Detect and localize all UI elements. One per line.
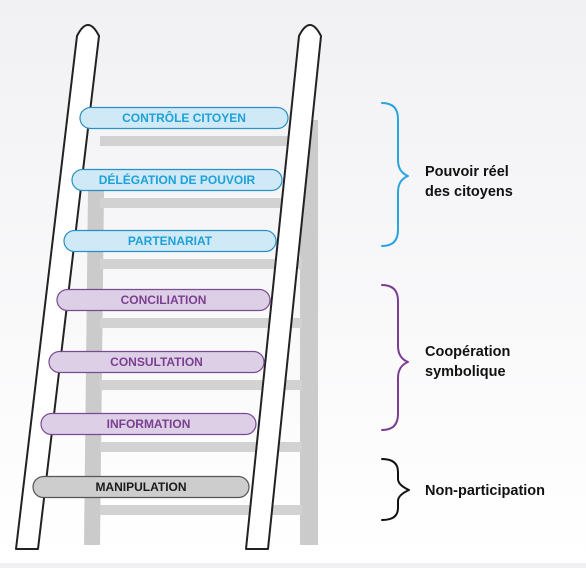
rung-label: CONSULTATION	[110, 355, 203, 369]
ladder-rung: INFORMATION	[40, 412, 257, 436]
rung-label: PARTENARIAT	[128, 234, 213, 248]
shadow-rung	[100, 198, 302, 208]
group-label-nonpart: Non-participation	[425, 483, 545, 499]
ladder-rails	[15, 24, 322, 550]
rung-bar	[63, 229, 277, 253]
rung-label: CONTRÔLE CITOYEN	[122, 110, 246, 125]
rung-bar	[56, 288, 271, 312]
bracket-nonpart	[381, 458, 410, 521]
group-label-power-line2: des citoyens	[425, 184, 513, 200]
rung-bar	[79, 106, 289, 130]
ladder-rung: CONTRÔLE CITOYEN	[79, 106, 289, 130]
group-label-symbolic-line1: Coopération	[425, 344, 510, 360]
rung-bar	[48, 350, 265, 374]
shadow-rungs	[100, 136, 302, 515]
group-label-power-line1: Pouvoir réel	[425, 164, 509, 180]
rung-label: CONCILIATION	[121, 293, 207, 307]
ladder-rung: MANIPULATION	[32, 475, 250, 499]
left-rail	[15, 24, 100, 550]
shadow-rung	[100, 318, 302, 328]
rung-bar	[32, 475, 250, 499]
rung-bar	[71, 168, 283, 192]
bracket-power	[381, 102, 409, 247]
group-brackets	[381, 102, 410, 521]
shadow-rung	[100, 259, 302, 269]
group-labels: Pouvoir réel des citoyens Coopération sy…	[425, 164, 545, 499]
shadow-rung	[100, 442, 302, 452]
shadow-rung	[100, 136, 302, 146]
right-rail	[245, 24, 322, 550]
rung-bar	[40, 412, 257, 436]
ladder-rung: CONCILIATION	[56, 288, 271, 312]
ladder-rungs: CONTRÔLE CITOYEN DÉLÉGATION DE POUVOIR PAR…	[32, 106, 289, 499]
ladder-rung: PARTENARIAT	[63, 229, 277, 253]
ladder-shadow	[84, 120, 318, 545]
rung-label: MANIPULATION	[95, 480, 186, 494]
bracket-symbolic	[381, 284, 409, 431]
rung-label: DÉLÉGATION DE POUVOIR	[99, 172, 256, 187]
shadow-rung	[100, 380, 302, 390]
ladder-rung: DÉLÉGATION DE POUVOIR	[71, 168, 283, 192]
ladder-rung: CONSULTATION	[48, 350, 265, 374]
rung-label: INFORMATION	[107, 417, 191, 431]
shadow-right-rail	[300, 120, 318, 545]
shadow-rung	[100, 505, 302, 515]
group-label-symbolic-line2: symbolique	[425, 364, 506, 380]
